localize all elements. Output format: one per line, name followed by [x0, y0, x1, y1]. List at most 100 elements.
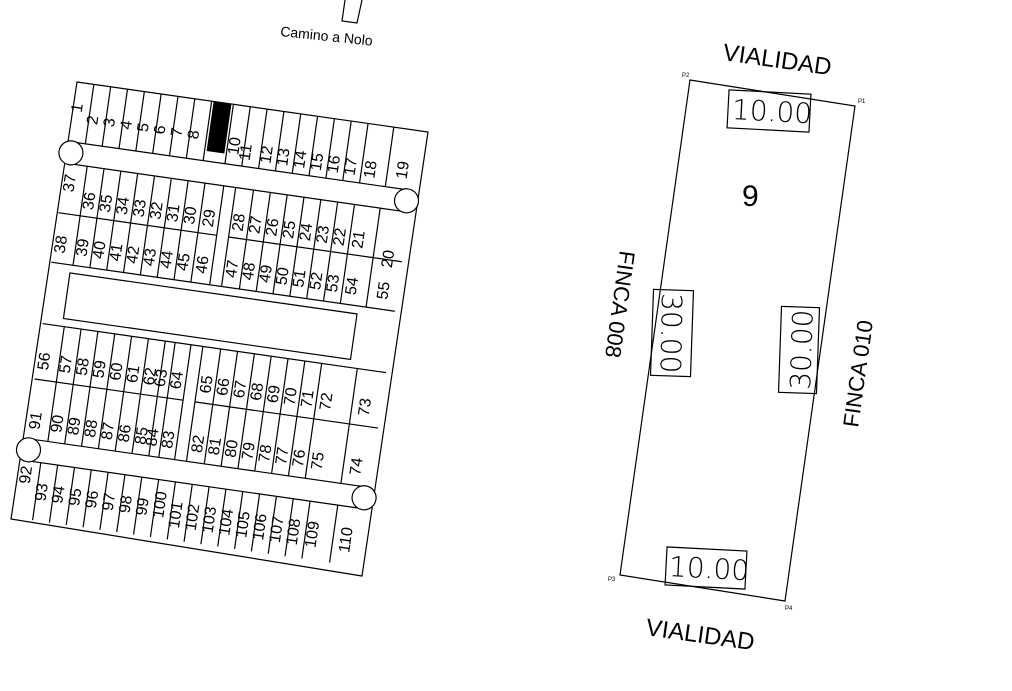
lot-number: 2: [84, 115, 102, 126]
lot-number: 59: [90, 359, 109, 379]
lot-number: 15: [308, 152, 327, 172]
lot-number: 14: [291, 149, 310, 169]
dim-box-top: 10.00: [726, 89, 813, 133]
dim-box-left: 30.00: [649, 288, 695, 378]
lot-number: 82: [189, 434, 208, 454]
road-label: Camino a Nolo: [280, 23, 374, 49]
lot-number: 73: [356, 397, 375, 417]
lot-number: 54: [343, 276, 362, 296]
lot-number: 6: [152, 124, 170, 135]
lot-number: 79: [239, 441, 258, 461]
lot-number: 20: [379, 249, 398, 269]
lot-number-label: 9: [742, 180, 759, 213]
lot-number: 18: [361, 159, 380, 179]
finca-left-label: FINCA 008: [600, 249, 640, 359]
lot-number: 90: [48, 414, 67, 434]
point-p4-label: P4: [785, 606, 793, 612]
lot-number: 97: [100, 492, 119, 512]
lot-number: 69: [265, 384, 284, 404]
lot-number: 96: [83, 489, 102, 509]
lot-number: 32: [147, 201, 166, 221]
lot-number: 78: [256, 443, 275, 463]
lot-number: 106: [250, 513, 271, 542]
lot-number: 92: [17, 465, 36, 485]
lot-number: 88: [82, 419, 101, 439]
lot-number: 67: [231, 379, 250, 399]
lot-number: 19: [394, 160, 413, 180]
point-p3-label: P3: [608, 577, 616, 583]
lot-number: 37: [60, 173, 79, 193]
access-road: [341, 0, 363, 24]
lot-number: 98: [117, 494, 136, 514]
lot-number: 56: [35, 351, 54, 371]
lot-number: 105: [233, 510, 254, 539]
lot-number: 76: [290, 448, 309, 468]
lot-number: 103: [200, 505, 221, 534]
vialidad-top-label: VIALIDAD: [721, 39, 833, 81]
lot-number: 12: [257, 145, 276, 165]
lot-number: 58: [74, 357, 93, 377]
lot-number: 31: [164, 203, 183, 223]
dim-top-value: 10.00: [731, 93, 813, 130]
lot-dividers-blocks: [32, 166, 381, 563]
cul-de-sac: [58, 140, 84, 166]
lot-number: 35: [97, 193, 116, 213]
lot-number: 75: [309, 451, 328, 471]
lot-number: 8: [185, 129, 203, 140]
lot-number: 16: [325, 154, 344, 174]
lot-number: 99: [133, 497, 152, 517]
lot-number: 1: [69, 102, 87, 113]
cul-de-sac: [351, 485, 377, 511]
vialidad-bottom-label: VIALIDAD: [644, 614, 756, 656]
lot-number: 41: [107, 242, 126, 262]
highlighted-lot-9: [206, 101, 232, 154]
lot-number: 25: [280, 220, 299, 240]
lot-number: 81: [206, 436, 225, 456]
lot-number: 89: [65, 416, 84, 436]
outer-boundary: [10, 81, 429, 577]
lot-number: 46: [193, 255, 212, 275]
lot-number: 10: [225, 136, 244, 156]
lot-number: 110: [336, 526, 356, 554]
lot-number: 57: [57, 354, 76, 374]
dim-bottom-value: 10.00: [668, 550, 750, 587]
lot-number: 109: [303, 520, 324, 549]
lot-number: 107: [267, 515, 288, 544]
lot-number: 68: [248, 382, 267, 402]
lot-number: 80: [223, 439, 242, 459]
lot-number: 11: [237, 143, 256, 162]
subdivision-plan: Camino a Nolo: [10, 0, 429, 577]
lot-number: 47: [223, 259, 242, 279]
lot-number: 55: [374, 281, 393, 301]
lot-number: 84: [143, 427, 162, 447]
lot-number: 94: [49, 485, 68, 505]
lot-number: 3: [101, 117, 119, 128]
lot-boundary: [619, 79, 856, 602]
lot-number: 34: [114, 196, 133, 216]
lot-number: 64: [168, 370, 187, 390]
lot-number: 33: [131, 198, 150, 218]
lot-number: 5: [135, 122, 153, 133]
cul-de-sac: [15, 437, 42, 463]
lot-number: 24: [297, 222, 316, 242]
cul-de-sac: [393, 188, 420, 214]
point-p1-label: P1: [858, 99, 866, 105]
lot-number: 66: [214, 377, 233, 397]
lot-number: 13: [274, 147, 293, 167]
lot-number: 7: [168, 127, 186, 138]
lot-number: 49: [257, 264, 276, 284]
lot-number: 51: [290, 268, 309, 288]
lot-number: 29: [200, 208, 219, 228]
lot-dividers-row1: [84, 84, 395, 187]
lot-number: 65: [197, 374, 216, 394]
lot-number: 26: [263, 217, 282, 237]
dim-right-value: 30.00: [784, 309, 820, 390]
lot-number: 50: [273, 266, 292, 286]
lot-number: 40: [90, 240, 109, 260]
lot-number: 62: [141, 366, 160, 386]
lot-number: 95: [66, 487, 85, 507]
lot-number: 36: [80, 191, 99, 211]
lot-number: 45: [174, 252, 193, 272]
lot-number: 104: [216, 508, 237, 537]
